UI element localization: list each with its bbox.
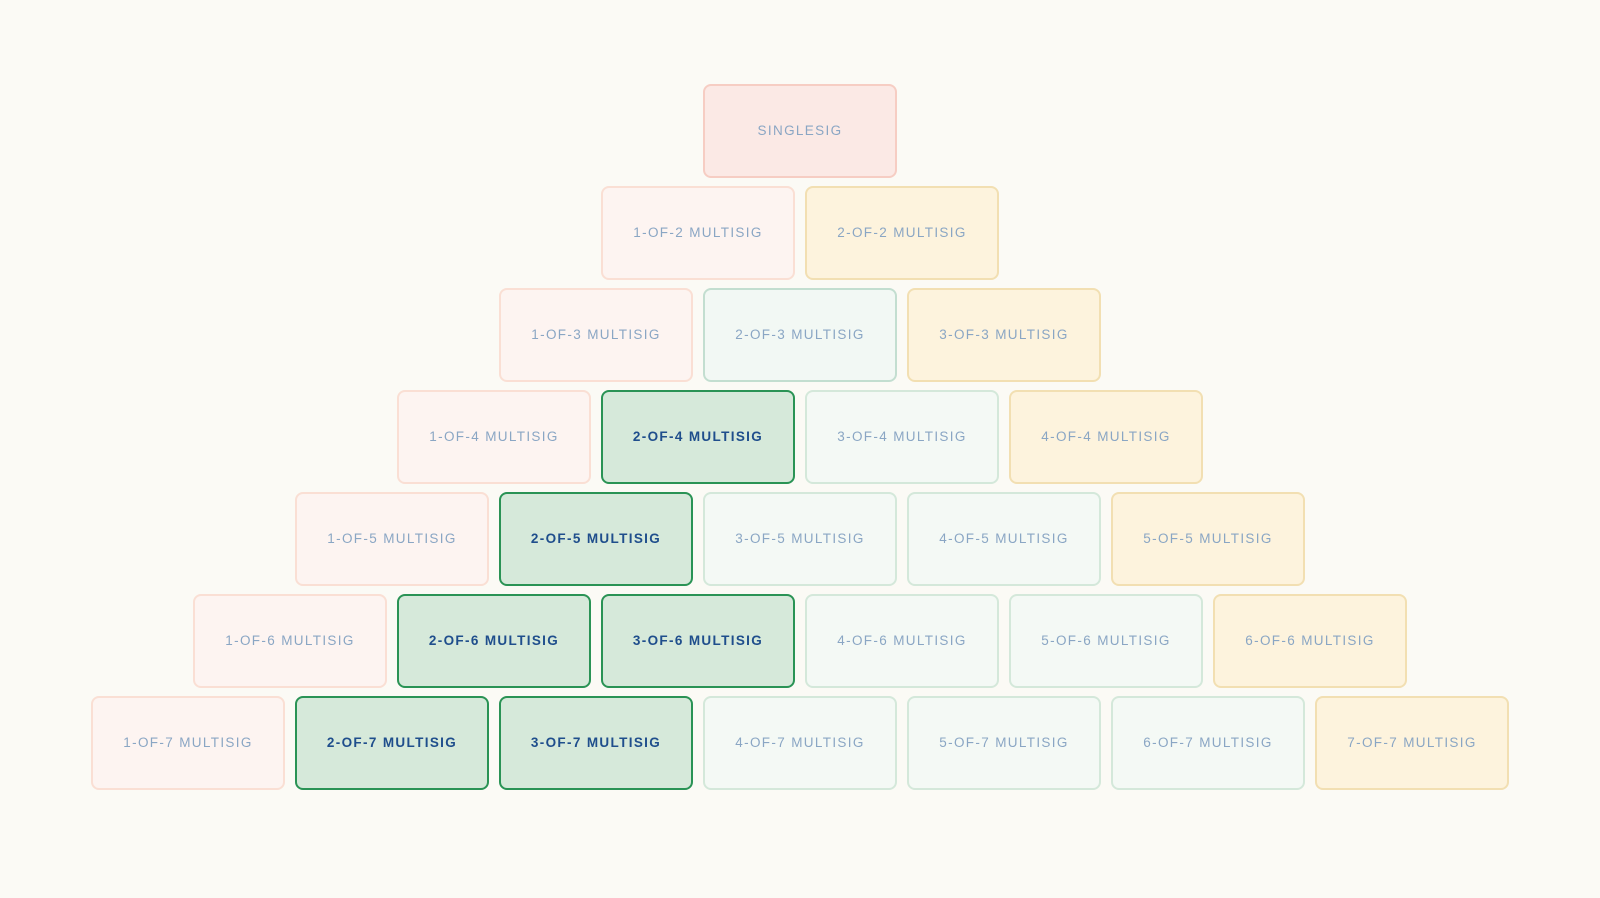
quorum-cell-label: 2-OF-5 MULTISIG	[530, 530, 662, 546]
quorum-cell-label: 4-OF-6 MULTISIG	[837, 632, 967, 648]
quorum-cell-2-of-3-multisig[interactable]: 2-OF-3 MULTISIG	[703, 288, 897, 382]
quorum-cell-2-of-4-multisig[interactable]: 2-OF-4 MULTISIG	[601, 390, 795, 484]
quorum-cell-label: 1-OF-6 MULTISIG	[225, 632, 355, 648]
quorum-cell-2-of-7-multisig[interactable]: 2-OF-7 MULTISIG	[295, 696, 489, 790]
quorum-cell-1-of-5-multisig[interactable]: 1-OF-5 MULTISIG	[295, 492, 489, 586]
quorum-cell-5-of-6-multisig[interactable]: 5-OF-6 MULTISIG	[1009, 594, 1203, 688]
pyramid-row-3: 1-OF-3 MULTISIG 2-OF-3 MULTISIG 3-OF-3 MUL…	[0, 288, 1600, 382]
quorum-cell-label: 1-OF-5 MULTISIG	[327, 530, 457, 546]
quorum-cell-singlesig[interactable]: SINGLESIG	[703, 84, 897, 178]
quorum-cell-label: 6-OF-6 MULTISIG	[1245, 632, 1375, 648]
quorum-cell-label: 3-OF-5 MULTISIG	[735, 530, 865, 546]
pyramid-row-2: 1-OF-2 MULTISIG 2-OF-2 MULTISIG	[0, 186, 1600, 280]
quorum-cell-label: 2-OF-7 MULTISIG	[326, 734, 458, 750]
quorum-cell-label: 4-OF-7 MULTISIG	[735, 734, 865, 750]
quorum-cell-3-of-7-multisig[interactable]: 3-OF-7 MULTISIG	[499, 696, 693, 790]
quorum-cell-label: 2-OF-2 MULTISIG	[837, 224, 967, 240]
quorum-cell-4-of-4-multisig[interactable]: 4-OF-4 MULTISIG	[1009, 390, 1203, 484]
quorum-cell-1-of-7-multisig[interactable]: 1-OF-7 MULTISIG	[91, 696, 285, 790]
quorum-cell-label: 2-OF-4 MULTISIG	[632, 428, 764, 444]
pyramid-row-4: 1-OF-4 MULTISIG 2-OF-4 MULTISIG 3-OF-4 MUL…	[0, 390, 1600, 484]
quorum-cell-label: 3-OF-3 MULTISIG	[939, 326, 1069, 342]
quorum-cell-label: 3-OF-4 MULTISIG	[837, 428, 967, 444]
pyramid-row-6: 1-OF-6 MULTISIG 2-OF-6 MULTISIG 3-OF-6 MUL…	[0, 594, 1600, 688]
quorum-cell-label: 1-OF-3 MULTISIG	[531, 326, 661, 342]
quorum-cell-5-of-7-multisig[interactable]: 5-OF-7 MULTISIG	[907, 696, 1101, 790]
quorum-cell-1-of-6-multisig[interactable]: 1-OF-6 MULTISIG	[193, 594, 387, 688]
pyramid-row-5: 1-OF-5 MULTISIG 2-OF-5 MULTISIG 3-OF-5 MUL…	[0, 492, 1600, 586]
quorum-cell-label: 4-OF-5 MULTISIG	[939, 530, 1069, 546]
pyramid-row-1: SINGLESIG	[0, 84, 1600, 178]
quorum-cell-5-of-5-multisig[interactable]: 5-OF-5 MULTISIG	[1111, 492, 1305, 586]
quorum-cell-4-of-7-multisig[interactable]: 4-OF-7 MULTISIG	[703, 696, 897, 790]
quorum-cell-3-of-6-multisig[interactable]: 3-OF-6 MULTISIG	[601, 594, 795, 688]
quorum-cell-label: 5-OF-5 MULTISIG	[1143, 530, 1273, 546]
quorum-cell-label: 3-OF-7 MULTISIG	[530, 734, 662, 750]
pyramid-row-7: 1-OF-7 MULTISIG 2-OF-7 MULTISIG 3-OF-7 MUL…	[0, 696, 1600, 790]
quorum-cell-2-of-6-multisig[interactable]: 2-OF-6 MULTISIG	[397, 594, 591, 688]
quorum-cell-label: 5-OF-6 MULTISIG	[1041, 632, 1171, 648]
quorum-cell-6-of-7-multisig[interactable]: 6-OF-7 MULTISIG	[1111, 696, 1305, 790]
quorum-cell-label: 1-OF-2 MULTISIG	[633, 224, 763, 240]
quorum-cell-label: 7-OF-7 MULTISIG	[1347, 734, 1477, 750]
quorum-cell-label: 3-OF-6 MULTISIG	[632, 632, 764, 648]
quorum-cell-4-of-5-multisig[interactable]: 4-OF-5 MULTISIG	[907, 492, 1101, 586]
quorum-cell-label: 1-OF-4 MULTISIG	[429, 428, 559, 444]
quorum-cell-3-of-5-multisig[interactable]: 3-OF-5 MULTISIG	[703, 492, 897, 586]
quorum-cell-4-of-6-multisig[interactable]: 4-OF-6 MULTISIG	[805, 594, 999, 688]
quorum-cell-label: 2-OF-3 MULTISIG	[735, 326, 865, 342]
quorum-cell-1-of-2-multisig[interactable]: 1-OF-2 MULTISIG	[601, 186, 795, 280]
quorum-cell-7-of-7-multisig[interactable]: 7-OF-7 MULTISIG	[1315, 696, 1509, 790]
quorum-cell-2-of-5-multisig[interactable]: 2-OF-5 MULTISIG	[499, 492, 693, 586]
quorum-cell-2-of-2-multisig[interactable]: 2-OF-2 MULTISIG	[805, 186, 999, 280]
quorum-cell-label: 2-OF-6 MULTISIG	[428, 632, 560, 648]
quorum-cell-6-of-6-multisig[interactable]: 6-OF-6 MULTISIG	[1213, 594, 1407, 688]
quorum-cell-3-of-4-multisig[interactable]: 3-OF-4 MULTISIG	[805, 390, 999, 484]
quorum-cell-label: 5-OF-7 MULTISIG	[939, 734, 1069, 750]
quorum-cell-label: SINGLESIG	[757, 122, 843, 138]
quorum-cell-1-of-3-multisig[interactable]: 1-OF-3 MULTISIG	[499, 288, 693, 382]
quorum-cell-label: 6-OF-7 MULTISIG	[1143, 734, 1273, 750]
quorum-cell-1-of-4-multisig[interactable]: 1-OF-4 MULTISIG	[397, 390, 591, 484]
quorum-cell-label: 1-OF-7 MULTISIG	[123, 734, 253, 750]
quorum-cell-3-of-3-multisig[interactable]: 3-OF-3 MULTISIG	[907, 288, 1101, 382]
quorum-cell-label: 4-OF-4 MULTISIG	[1041, 428, 1171, 444]
